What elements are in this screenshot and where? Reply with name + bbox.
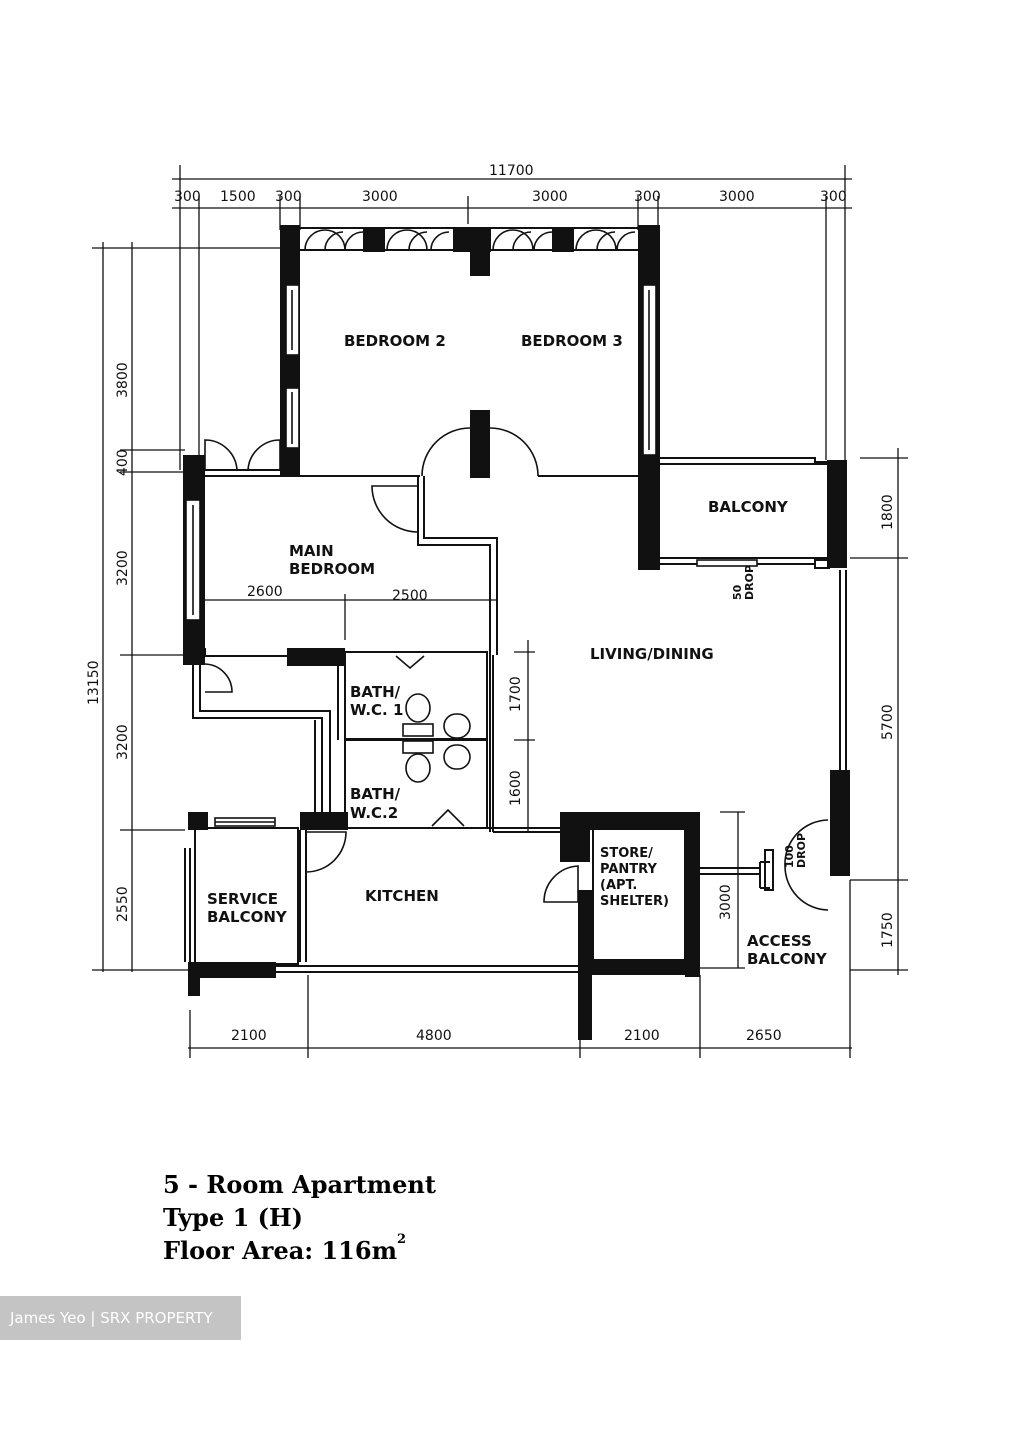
room-label-service-balcony-1: SERVICE xyxy=(207,890,278,908)
dim-top-1: 300 xyxy=(174,189,201,205)
dim-bottom-3: 2100 xyxy=(624,1028,660,1044)
dim-bottom-1: 2100 xyxy=(231,1028,267,1044)
room-label-store-1: STORE/ xyxy=(600,846,653,861)
dim-inner-2: 2500 xyxy=(392,588,428,604)
dim-top-4: 3000 xyxy=(362,189,398,205)
caption-floor-area-sup: 2 xyxy=(396,1232,407,1247)
room-label-bath-2-b: W.C.2 xyxy=(350,804,398,822)
dim-top-6: 300 xyxy=(634,189,661,205)
dim-inner-1: 2600 xyxy=(247,584,283,600)
dim-left-total: 13150 xyxy=(86,660,102,705)
dim-top-total: 11700 xyxy=(489,163,534,179)
dim-top-7: 3000 xyxy=(719,189,755,205)
dim-left-3: 3200 xyxy=(115,550,131,586)
caption-floor-area-text: Floor Area: 116m xyxy=(163,1236,397,1265)
windows xyxy=(185,284,758,827)
room-label-kitchen: KITCHEN xyxy=(365,887,439,905)
thin-walls xyxy=(184,227,847,973)
dim-inner-3: 1700 xyxy=(508,676,524,712)
dim-top-5: 3000 xyxy=(532,189,568,205)
dim-left-1: 3800 xyxy=(115,362,131,398)
drop-notes: 50 DROP 100 DROP xyxy=(731,565,808,868)
dim-bottom-2: 4800 xyxy=(416,1028,452,1044)
room-labels: BEDROOM 2 BEDROOM 3 BALCONY MAIN BEDROOM… xyxy=(207,332,828,968)
dim-right-2: 5700 xyxy=(880,704,896,740)
dim-top-8: 300 xyxy=(820,189,847,205)
dimension-lines xyxy=(92,165,908,1058)
dim-bottom-4: 2650 xyxy=(746,1028,782,1044)
room-label-access-balcony-1: ACCESS xyxy=(747,932,812,950)
room-label-balcony: BALCONY xyxy=(708,498,789,516)
caption-floor-area: Floor Area: 116m2 xyxy=(163,1232,406,1265)
toilet-icon xyxy=(405,753,431,783)
bathroom-fixtures xyxy=(402,693,471,783)
drop-100-label: DROP xyxy=(795,833,808,868)
room-label-bath-1-a: BATH/ xyxy=(350,683,401,701)
toilet-icon xyxy=(405,693,431,723)
room-label-bedroom-3: BEDROOM 3 xyxy=(521,332,623,350)
room-label-access-balcony-2: BALCONY xyxy=(747,950,828,968)
room-label-main-bedroom-2: BEDROOM xyxy=(289,560,375,578)
dim-left-2: 400 xyxy=(115,449,131,476)
watermark: James Yeo | SRX PROPERTY xyxy=(0,1296,241,1340)
room-label-main-bedroom-1: MAIN xyxy=(289,542,334,560)
dim-right-1: 1800 xyxy=(880,494,896,530)
drop-100-value: 100 xyxy=(783,845,796,868)
dim-inner-4: 1600 xyxy=(508,770,524,806)
dim-top-3: 300 xyxy=(275,189,302,205)
room-label-bath-1-b: W.C. 1 xyxy=(350,701,403,719)
drop-50-value: 50 xyxy=(731,584,744,600)
room-label-service-balcony-2: BALCONY xyxy=(207,908,288,926)
dim-left-5: 2550 xyxy=(115,886,131,922)
room-label-store-4: SHELTER) xyxy=(600,894,669,909)
dim-right-3: 1750 xyxy=(880,912,896,948)
room-label-store-3: (APT. xyxy=(600,878,637,893)
room-label-living-dining: LIVING/DINING xyxy=(590,645,714,663)
dim-top-2: 1500 xyxy=(220,189,256,205)
dimension-labels: 11700 300 1500 300 3000 3000 300 3000 30… xyxy=(86,163,896,1044)
dim-inner-5: 3000 xyxy=(718,884,734,920)
caption-type: Type 1 (H) xyxy=(163,1203,304,1232)
room-label-bath-2-a: BATH/ xyxy=(350,785,401,803)
caption-title: 5 - Room Apartment xyxy=(163,1170,436,1199)
dim-left-4: 3200 xyxy=(115,724,131,760)
room-label-store-2: PANTRY xyxy=(600,862,657,877)
doors xyxy=(204,229,829,911)
drop-50-label: DROP xyxy=(743,565,756,600)
room-label-bedroom-2: BEDROOM 2 xyxy=(344,332,446,350)
